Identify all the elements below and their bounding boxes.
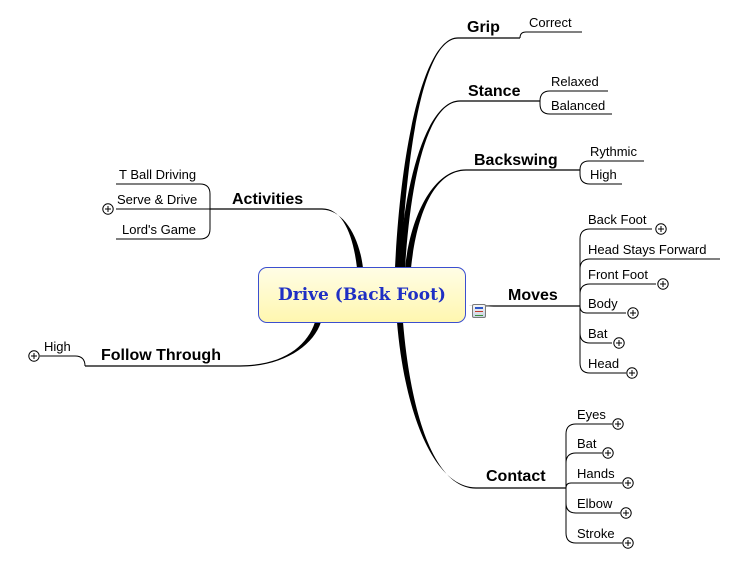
sub-connector-backswing-1 [579, 170, 622, 185]
subtopic-backswing-rythmic[interactable]: Rythmic [590, 144, 637, 159]
expand-plus-icon[interactable] [622, 537, 634, 549]
subtopic-stance-balanced[interactable]: Balanced [551, 98, 606, 113]
subtopic-moves-body[interactable]: Body [588, 296, 618, 311]
subtopic-moves-front-foot[interactable]: Front Foot [588, 267, 648, 282]
expand-plus-icon[interactable] [613, 337, 625, 349]
sub-connector-activities-2 [116, 209, 211, 240]
subtopic-activities-lords-game[interactable]: Lord's Game [122, 222, 197, 237]
sub-connector-stance-0 [539, 90, 608, 102]
subtopic-moves-bat[interactable]: Bat [588, 326, 608, 341]
branch-activities [322, 208, 363, 268]
expand-plus-icon[interactable] [620, 507, 632, 519]
notes-icon[interactable] [472, 304, 486, 318]
expand-plus-icon[interactable] [102, 203, 114, 215]
subtopic-moves-back-foot[interactable]: Back Foot [588, 212, 647, 227]
expand-plus-icon[interactable] [28, 350, 40, 362]
subtopic-moves-head-stays-forward[interactable]: Head Stays Forward [588, 242, 707, 257]
subtopic-contact-eyes[interactable]: Eyes [577, 407, 606, 422]
topic-activities[interactable]: Activities [232, 191, 304, 208]
sub-connector-grip-0 [519, 31, 582, 39]
branch-follow [240, 322, 321, 367]
expand-plus-icon[interactable] [657, 278, 669, 290]
sub-connector-contact-2 [565, 482, 622, 489]
subtopic-grip-correct[interactable]: Correct [529, 15, 572, 30]
subtopic-contact-elbow[interactable]: Elbow [577, 496, 613, 511]
expand-plus-icon[interactable] [612, 418, 624, 430]
subtopic-stance-relaxed[interactable]: Relaxed [551, 74, 599, 89]
subtopic-contact-bat[interactable]: Bat [577, 436, 597, 451]
topic-grip[interactable]: Grip [467, 19, 500, 36]
sub-connector-contact-0 [565, 423, 612, 488]
subtopic-activities-serve-and-drive[interactable]: Serve & Drive [117, 192, 198, 207]
subtopic-contact-stroke[interactable]: Stroke [577, 526, 615, 541]
sub-connector-moves-1 [579, 258, 720, 306]
expand-plus-icon[interactable] [602, 447, 614, 459]
sub-connector-moves-0 [579, 228, 652, 306]
sub-connector-contact-4 [565, 488, 622, 544]
subtopic-follow-through-high[interactable]: High [44, 339, 71, 354]
subtopic-contact-hands[interactable]: Hands [577, 466, 615, 481]
sub-connector-follow-through-0 [40, 355, 86, 367]
branch-contact [397, 322, 476, 489]
topic-follow-through[interactable]: Follow Through [101, 347, 221, 364]
topic-stance[interactable]: Stance [468, 83, 521, 100]
sub-connector-contact-1 [565, 452, 602, 488]
subtopic-moves-head[interactable]: Head [588, 356, 620, 371]
subtopic-activities-t-ball-driving[interactable]: T Ball Driving [119, 167, 197, 182]
topic-contact[interactable]: Contact [486, 468, 546, 485]
central-topic[interactable]: Drive (Back Foot) [258, 267, 466, 323]
sub-connector-moves-5 [579, 306, 626, 374]
topic-moves[interactable]: Moves [508, 287, 558, 304]
expand-plus-icon[interactable] [627, 307, 639, 319]
sub-connector-activities-0 [116, 183, 211, 209]
subtopic-backswing-high[interactable]: High [590, 167, 617, 182]
sub-connector-moves-2 [579, 283, 656, 306]
expand-plus-icon[interactable] [655, 223, 667, 235]
topic-backswing[interactable]: Backswing [474, 152, 558, 169]
expand-plus-icon[interactable] [626, 367, 638, 379]
branch-stance [399, 100, 460, 269]
expand-plus-icon[interactable] [622, 477, 634, 489]
sub-connector-backswing-0 [579, 160, 644, 171]
branch-backswing [405, 169, 466, 268]
sub-connector-stance-1 [539, 101, 612, 115]
